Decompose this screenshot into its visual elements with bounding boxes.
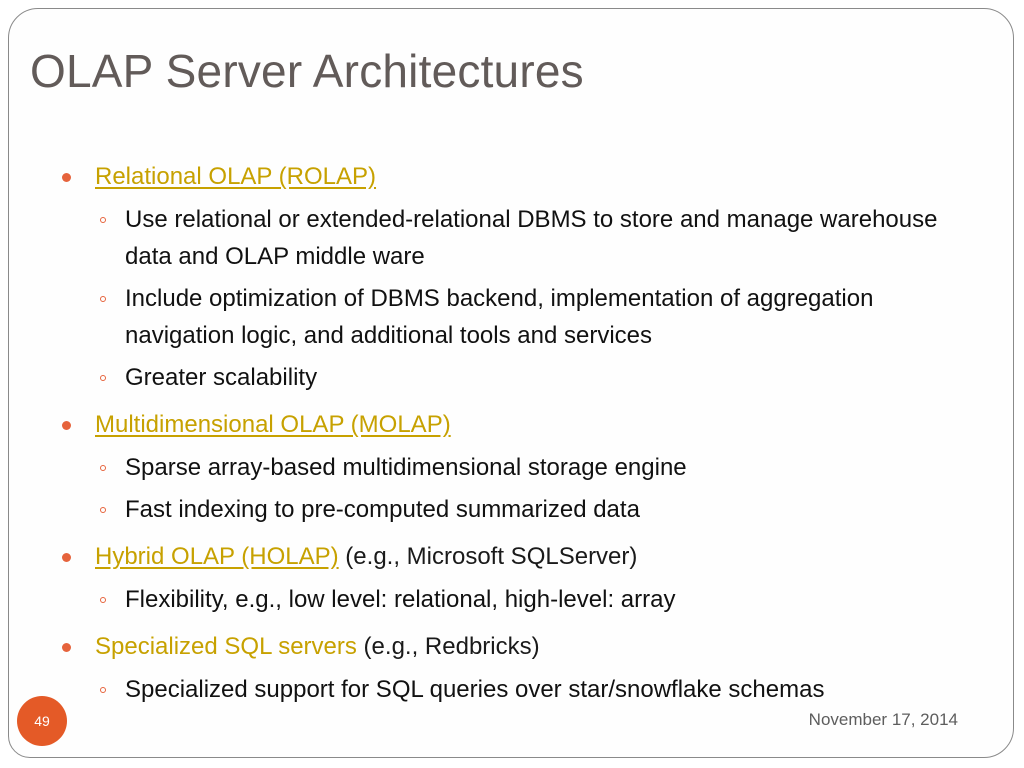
sub-bullet-circle-icon <box>100 597 106 603</box>
slide-content: Relational OLAP (ROLAP) Use relational o… <box>60 158 980 708</box>
sub-item: Fast indexing to pre-computed summarized… <box>60 491 980 528</box>
bullet-specialized-sql: Specialized SQL servers (e.g., Redbricks… <box>60 628 980 708</box>
slide-title: OLAP Server Architectures <box>30 45 584 97</box>
rolap-link[interactable]: Relational OLAP (ROLAP) <box>95 163 377 190</box>
sub-item-text: Sparse array-based multidimensional stor… <box>125 454 687 481</box>
molap-link[interactable]: Multidimensional OLAP (MOLAP) <box>95 411 451 438</box>
bullet-dot-icon <box>62 553 71 562</box>
sub-item: Include optimization of DBMS backend, im… <box>60 280 980 354</box>
bullet-rolap: Relational OLAP (ROLAP) Use relational o… <box>60 158 980 396</box>
holap-suffix: (e.g., Microsoft SQLServer) <box>338 543 638 570</box>
holap-link[interactable]: Hybrid OLAP (HOLAP) <box>95 543 339 570</box>
sub-item: Specialized support for SQL queries over… <box>60 671 980 708</box>
sub-bullet-circle-icon <box>100 465 106 471</box>
sub-bullet-circle-icon <box>100 217 106 223</box>
sub-bullet-circle-icon <box>100 296 106 302</box>
sub-item-text: Greater scalability <box>125 364 318 391</box>
slide-frame <box>8 8 1014 758</box>
bullet-dot-icon <box>62 173 71 182</box>
slide-number-badge: 49 <box>17 696 67 746</box>
sub-bullet-circle-icon <box>100 687 106 693</box>
bullet-dot-icon <box>62 643 71 652</box>
slide-date: November 17, 2014 <box>808 710 958 729</box>
specialized-sql-label: Specialized SQL servers <box>95 633 357 660</box>
bullet-holap: Hybrid OLAP (HOLAP) (e.g., Microsoft SQL… <box>60 538 980 618</box>
sub-item-text: Flexibility, e.g., low level: relational… <box>125 586 676 613</box>
sub-bullet-circle-icon <box>100 375 106 381</box>
sub-item: Sparse array-based multidimensional stor… <box>60 449 980 486</box>
sub-bullet-circle-icon <box>100 507 106 513</box>
specialized-sql-suffix: (e.g., Redbricks) <box>356 633 540 660</box>
sub-item-text: Specialized support for SQL queries over… <box>125 676 825 703</box>
sub-item-text: Fast indexing to pre-computed summarized… <box>125 496 640 523</box>
sub-item-text: Include optimization of DBMS backend, im… <box>125 285 874 349</box>
bullet-molap: Multidimensional OLAP (MOLAP) Sparse arr… <box>60 406 980 528</box>
sub-item: Use relational or extended-relational DB… <box>60 201 980 275</box>
sub-item: Greater scalability <box>60 359 980 396</box>
sub-item: Flexibility, e.g., low level: relational… <box>60 581 980 618</box>
bullet-dot-icon <box>62 421 71 430</box>
sub-item-text: Use relational or extended-relational DB… <box>125 206 938 270</box>
